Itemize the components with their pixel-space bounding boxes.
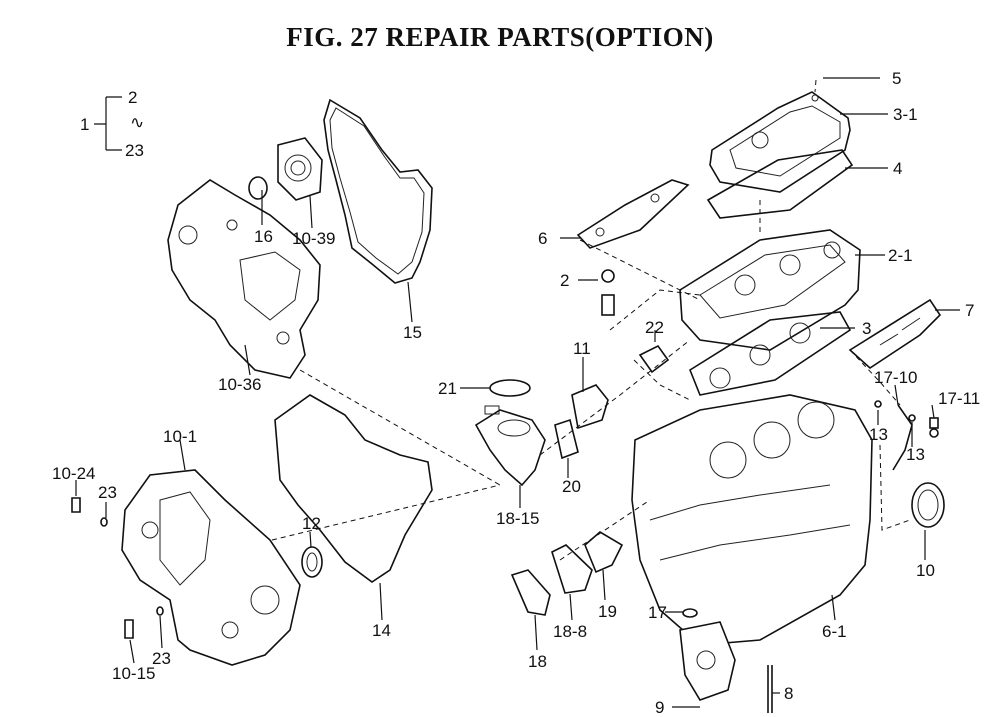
label-9: 9 [655, 698, 664, 717]
cylinder-block-6-1 [631, 394, 873, 646]
label-15: 15 [403, 323, 422, 342]
label-20: 20 [562, 477, 581, 496]
label-11: 11 [573, 339, 591, 358]
label-13a: 13 [869, 425, 888, 444]
label-17: 17 [648, 603, 667, 622]
washer-23a [100, 517, 108, 527]
label-17-11: 17-11 [938, 389, 980, 408]
assembly-dashed-lines [271, 79, 911, 561]
valve-2 [601, 269, 615, 316]
oil-seal-12 [301, 546, 323, 578]
label-8: 8 [784, 684, 793, 703]
head-gasket-3 [689, 311, 852, 396]
label-3-1: 3-1 [893, 105, 918, 124]
label-18: 18 [528, 652, 547, 671]
bolt-10-24 [71, 497, 81, 513]
label-14: 14 [372, 621, 391, 640]
label-12: 12 [302, 514, 321, 533]
label-23-range-end: 23 [125, 141, 144, 160]
label-7: 7 [965, 301, 974, 320]
plug-17-11 [929, 417, 939, 438]
gasket-19 [584, 531, 624, 574]
gasket-14 [274, 394, 433, 583]
label-2: 2 [560, 271, 569, 290]
leader-lines [75, 77, 960, 708]
label-10-15: 10-15 [112, 664, 155, 683]
label-13b: 13 [906, 445, 925, 464]
label-23b: 23 [152, 649, 171, 668]
label-1: 1 [80, 115, 89, 134]
group-bracket: 1 2 ∿ 23 [80, 88, 144, 160]
gasket-22 [638, 344, 670, 374]
label-6: 6 [538, 229, 547, 248]
label-21: 21 [438, 379, 457, 398]
label-6-1: 6-1 [822, 622, 847, 641]
washer-23b [156, 606, 164, 616]
label-22: 22 [645, 318, 664, 337]
o-ring-17 [682, 608, 698, 618]
gasket-20 [554, 418, 579, 460]
label-10: 10 [916, 561, 935, 580]
exhaust-gasket-7 [848, 298, 942, 370]
label-23a: 23 [98, 483, 117, 502]
gasket-15 [323, 98, 433, 284]
gear-case-10-1 [121, 469, 301, 666]
label-5: 5 [892, 69, 901, 88]
cylinder-head-2-1 [679, 229, 861, 351]
bearing-holder-9 [679, 621, 736, 701]
manifold-gasket-6 [576, 179, 690, 249]
label-2-1: 2-1 [888, 246, 913, 265]
dowel-8 [767, 665, 773, 713]
head-cover-3-1 [709, 91, 851, 193]
gear-case-plate-10-36 [167, 179, 321, 379]
o-ring-21 [489, 379, 531, 397]
label-10-36: 10-36 [218, 375, 261, 394]
label-10-1: 10-1 [163, 427, 197, 446]
rear-seal-10 [911, 482, 945, 528]
bolt-10-15 [124, 619, 134, 639]
plugs-13 [874, 400, 916, 422]
label-18-8: 18-8 [553, 622, 587, 641]
label-19: 19 [598, 602, 617, 621]
head-cover-gasket-4 [706, 149, 854, 219]
thermostat-housing-18-15 [474, 405, 546, 487]
label-4: 4 [893, 159, 902, 178]
plate-18-8 [551, 544, 593, 594]
callout-labels: 5 3-1 4 2-1 6 2 7 3 22 11 21 17-10 17-11… [52, 69, 980, 717]
label-16: 16 [254, 227, 273, 246]
bearing-housing-10-39 [277, 137, 323, 201]
label-2-range-start: 2 [128, 88, 137, 107]
label-range-sep: ∿ [130, 113, 144, 132]
label-10-24: 10-24 [52, 464, 95, 483]
o-ring-16 [248, 176, 268, 200]
plate-18 [510, 569, 551, 616]
gasket-11 [571, 384, 609, 430]
label-10-39: 10-39 [292, 229, 335, 248]
label-18-15: 18-15 [496, 509, 539, 528]
dipstick-17-10 [892, 404, 913, 471]
page-title: FIG. 27 REPAIR PARTS(OPTION) [286, 22, 714, 52]
label-17-10: 17-10 [874, 368, 917, 387]
label-3: 3 [862, 319, 871, 338]
